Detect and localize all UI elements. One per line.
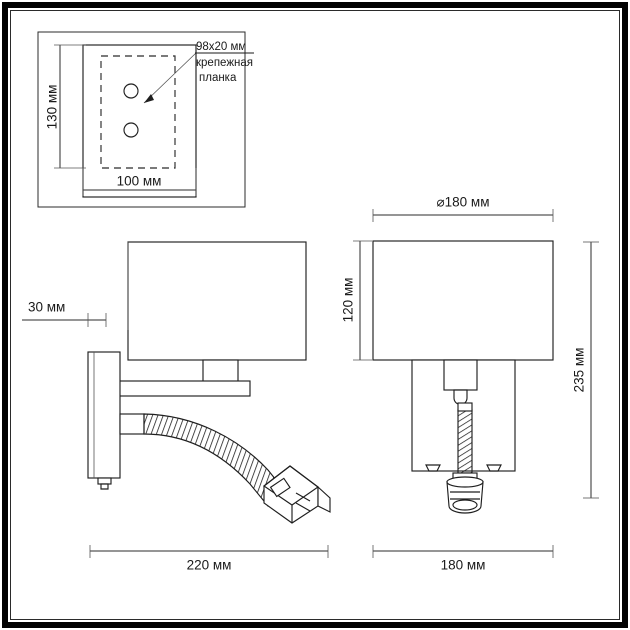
inset-width-label: 100 мм — [117, 174, 162, 189]
side-reading-light-head — [263, 465, 331, 524]
front-head-body — [446, 481, 484, 514]
callout-label-word2: планка — [199, 72, 237, 84]
front-lamp-shade — [372, 240, 554, 361]
mounting-plate-inset: 130 мм 100 мм 98x20 мм крепежная планка — [37, 31, 254, 208]
front-shade-height-label: 120 мм — [341, 278, 356, 323]
front-elevation-view: ⌀180 мм 120 мм 235 мм 180 мм — [341, 195, 599, 573]
front-head-top-rim — [446, 476, 484, 488]
front-gooseneck-collar — [457, 402, 473, 412]
side-gooseneck-collar — [119, 413, 145, 435]
front-width-label: 180 мм — [441, 558, 486, 573]
side-head-neck — [269, 477, 291, 498]
screw-hole-top — [123, 83, 139, 99]
side-lamp-shade — [127, 241, 307, 361]
callout-leader-line — [143, 52, 197, 104]
side-head-lens — [317, 485, 331, 513]
screw-hole-bottom — [123, 122, 139, 138]
front-reading-light-head — [446, 472, 484, 514]
front-socket-block — [443, 359, 478, 391]
side-flexible-gooseneck — [143, 413, 285, 507]
front-flexible-gooseneck — [457, 409, 473, 474]
front-head-lens — [452, 499, 478, 511]
front-body-foot-left — [425, 464, 441, 472]
side-wall-bracket — [87, 351, 121, 479]
side-switch-stem — [100, 483, 109, 490]
front-total-height-label: 235 мм — [572, 348, 587, 393]
side-switch-knob — [97, 477, 112, 485]
side-width-label: 220 мм — [187, 558, 232, 573]
mounting-strip-dashed — [100, 55, 176, 169]
callout-arrow-head — [144, 94, 154, 103]
inset-border — [37, 31, 246, 208]
side-projection-label: 30 мм — [28, 300, 65, 315]
callout-label-size: 98x20 мм — [196, 41, 246, 53]
front-diameter-label: ⌀180 мм — [437, 195, 490, 210]
wall-plate-outline — [82, 44, 197, 198]
inset-height-label: 130 мм — [45, 85, 60, 130]
side-head-detail-2 — [295, 502, 311, 512]
side-support-arm — [109, 380, 251, 397]
front-socket-bulb — [453, 389, 468, 406]
front-body-foot-right — [486, 464, 502, 472]
side-elevation-view: 30 мм 220 мм — [22, 241, 331, 573]
side-shade-socket — [202, 359, 239, 383]
side-head-detail-1 — [295, 492, 311, 502]
callout-label-word1: крепежная — [196, 57, 253, 69]
